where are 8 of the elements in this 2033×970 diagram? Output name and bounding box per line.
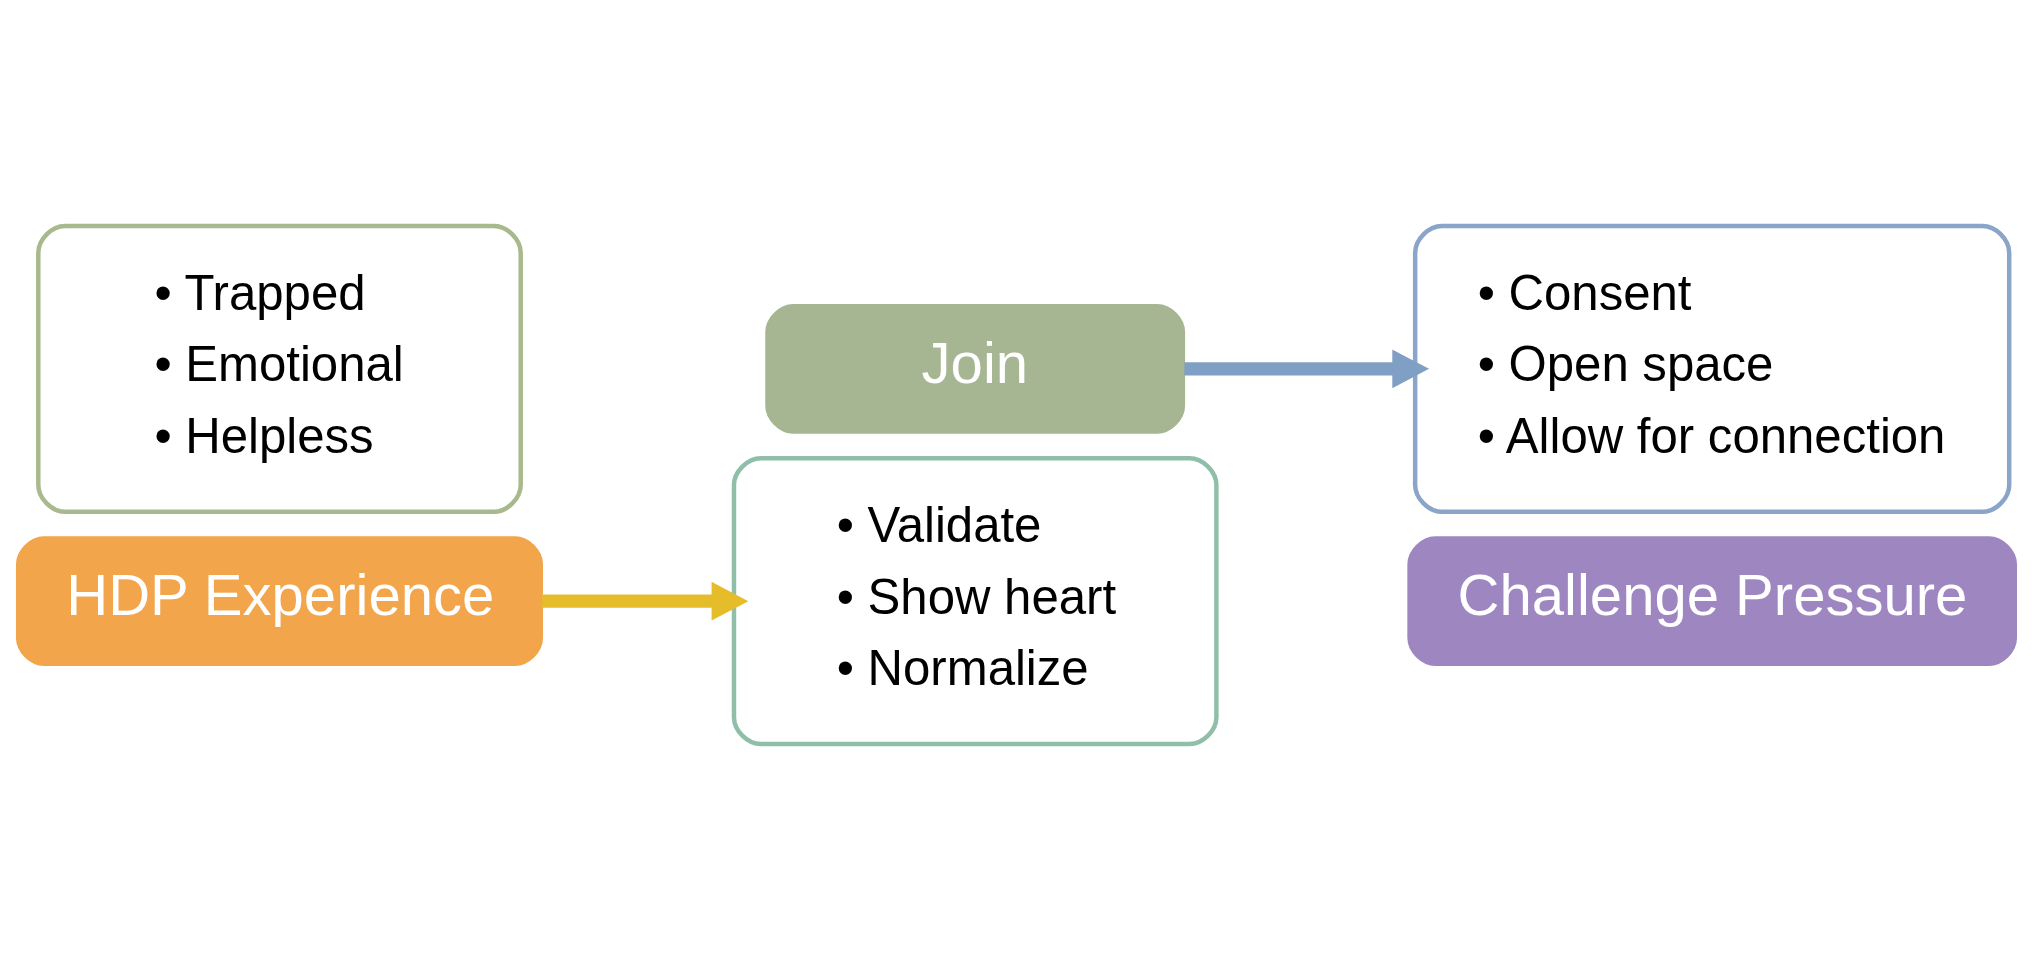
node-box: • Trapped • Emotional • Helpless [36, 223, 523, 515]
node-box: • Consent • Open space • Allow for connection [1412, 223, 2012, 515]
node-box: • Validate • Show heart • Normalize [731, 455, 1219, 747]
node-box: Join [765, 304, 1186, 434]
node-box: Challenge Pressure [1407, 536, 2018, 666]
arrow [1184, 349, 1430, 389]
arrow [542, 581, 749, 621]
node-box: HDP Experience [15, 536, 544, 666]
